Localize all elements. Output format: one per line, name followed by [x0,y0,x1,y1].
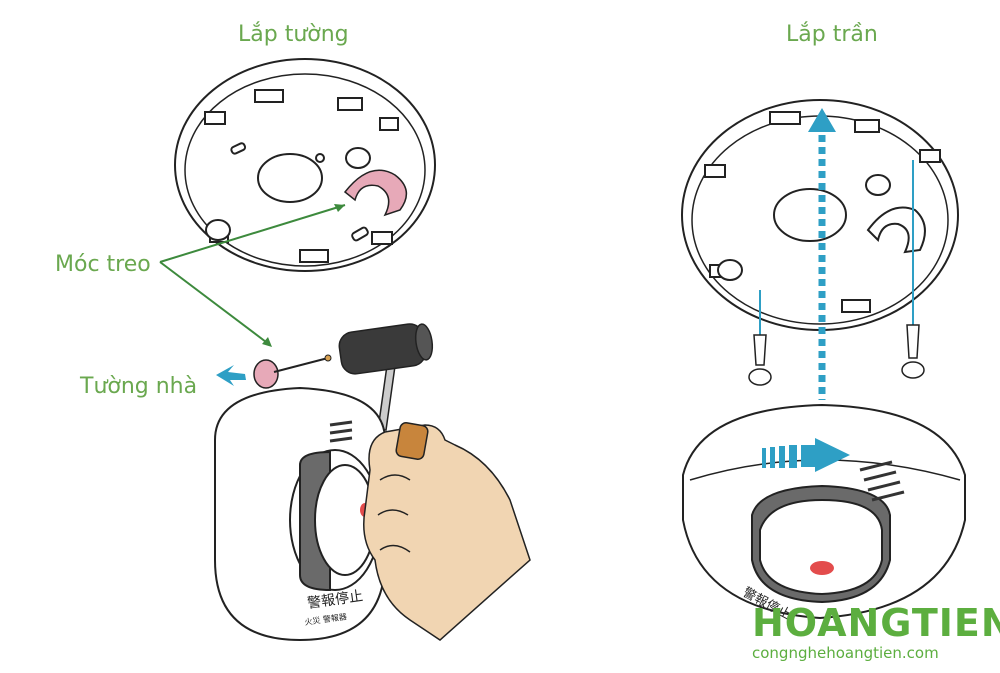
ceiling-direction-arrow [808,108,836,400]
wall-direction-arrow [216,365,246,386]
hook-on-wall [253,354,332,389]
rotate-direction-arrow [762,438,850,472]
wall-label: Tường nhà [80,374,198,399]
title-ceiling-mount: Lắp trần [786,22,878,47]
hammer-icon [338,323,434,431]
screw-right-icon [901,160,925,379]
ceiling-mount-base-plate [681,99,959,331]
ceiling-detector-body [682,403,966,620]
hook-on-base [343,169,408,217]
brand-name: HOANGTIEN [752,601,1000,645]
hook-leader-lines [159,204,346,346]
title-wall-mount: Lắp tường [238,22,349,47]
wall-mount-base-plate [174,58,436,272]
hand-holding-hammer [363,422,531,641]
screw-left-icon [748,290,772,386]
brand-logo: HOANGTIEN congnghehoangtien.com [752,604,1000,662]
wall-detector-body [214,386,386,642]
hook-label: Móc treo [55,252,151,277]
brand-url: congnghehoangtien.com [752,644,939,662]
